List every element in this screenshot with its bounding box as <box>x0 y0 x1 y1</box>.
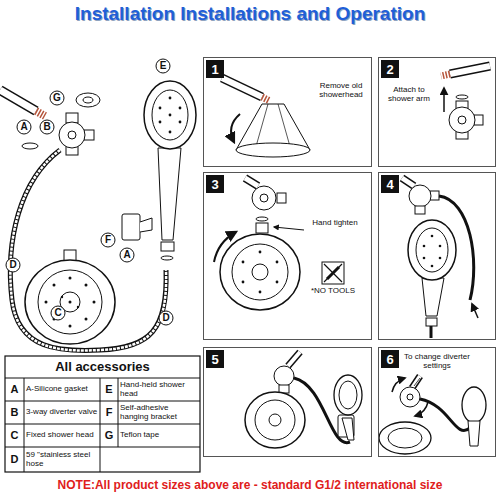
table-letter: F <box>100 401 118 424</box>
step-4-art <box>402 178 478 338</box>
table-cell: Fixed shower head <box>24 424 100 447</box>
hand-head-face <box>152 90 188 140</box>
table-cell: 3-way diverter valve <box>24 401 100 424</box>
step-6-art <box>379 376 486 454</box>
size-note: NOTE:All product sizes above are - stand… <box>0 476 500 494</box>
callout-letter: C <box>51 306 65 320</box>
handle <box>158 148 181 240</box>
valve-knob <box>68 131 76 139</box>
table-letter: C <box>5 424 24 447</box>
hanging-bracket <box>122 214 152 240</box>
tape-roll <box>76 93 100 107</box>
nozzle-dots <box>159 97 182 134</box>
step-instruction: *NO TOOLS <box>296 287 370 296</box>
step-panel: 4 <box>378 172 496 340</box>
step-number: 2 <box>381 60 399 78</box>
table-header: All accessories <box>5 356 200 378</box>
fixed-shower-head <box>25 250 115 344</box>
bracket-holder <box>140 218 152 232</box>
bracket-plate <box>122 214 140 240</box>
step-1-art <box>222 78 310 157</box>
step-instruction: Attach to shower arm <box>383 86 435 104</box>
callout-letter: A <box>120 248 134 262</box>
table-letter: D <box>5 447 24 472</box>
step-panel: 6To change diverter settings <box>378 347 496 457</box>
table-cell: Hand-held shower head <box>118 378 200 401</box>
step-panel: 3Hand tighten *NO TOOLS <box>203 172 372 340</box>
hose-outline <box>10 150 166 350</box>
table-letter: E <box>100 378 118 401</box>
hose-fill <box>10 150 166 350</box>
step-panel: 5 <box>203 347 372 457</box>
no-tools-icon <box>322 262 344 284</box>
teflon-tape <box>76 93 100 107</box>
callout-letter: D <box>6 258 20 272</box>
tape-core <box>83 97 93 103</box>
hose <box>10 150 166 350</box>
callout-letter: B <box>40 120 54 134</box>
hand-held-shower-head <box>144 81 196 260</box>
step-number: 4 <box>381 175 399 193</box>
head-face <box>38 270 102 334</box>
shower-arm <box>0 90 45 116</box>
step-instruction: Hand tighten <box>302 219 368 228</box>
step-5-art <box>245 352 362 448</box>
step-number: 1 <box>206 60 224 78</box>
table-cell: Self-adhesive hanging bracket <box>118 401 200 424</box>
step-number: 5 <box>206 350 224 368</box>
nozzle-dots <box>45 277 96 328</box>
pipe-thread <box>36 111 45 116</box>
table-cell: A-Silicone gasket <box>24 378 100 401</box>
step-instruction: Remove old showerhead <box>310 82 372 100</box>
table-letter: B <box>5 401 24 424</box>
callout-letter: F <box>101 233 115 247</box>
table-cell: Teflon tape <box>118 424 200 447</box>
step-2-art <box>441 66 490 139</box>
page-title: Installation Installations and Operation <box>0 3 500 25</box>
gasket-ring <box>161 256 173 260</box>
callout-circles <box>6 59 173 325</box>
pipe-fill <box>0 90 36 111</box>
step-panel: 1Remove old showerhead <box>203 57 372 167</box>
gasket <box>22 143 38 149</box>
callout-letter: A <box>17 120 31 134</box>
accessory-table <box>5 356 200 472</box>
step-panel: 2Attach to shower arm <box>378 57 496 167</box>
gasket-ring <box>22 143 38 149</box>
table-cell: 59 "stainless steel hose <box>24 447 100 472</box>
hose-nut <box>161 242 174 251</box>
callout-letter: D <box>159 311 173 325</box>
table-letter: A <box>5 378 24 401</box>
table-grid <box>5 378 200 472</box>
step-number: 3 <box>206 175 224 193</box>
valve-body <box>59 122 85 148</box>
callout-letter: G <box>50 91 64 105</box>
step-instruction: To change diverter settings <box>403 353 471 371</box>
hand-head-rim <box>144 81 196 149</box>
diverter-valve <box>59 113 94 155</box>
table-border <box>5 356 200 472</box>
pipe-outline <box>0 90 36 111</box>
table-letter: G <box>100 424 118 447</box>
head-rim <box>25 260 115 344</box>
step-number: 6 <box>381 350 399 368</box>
callout-letter: E <box>156 59 170 73</box>
